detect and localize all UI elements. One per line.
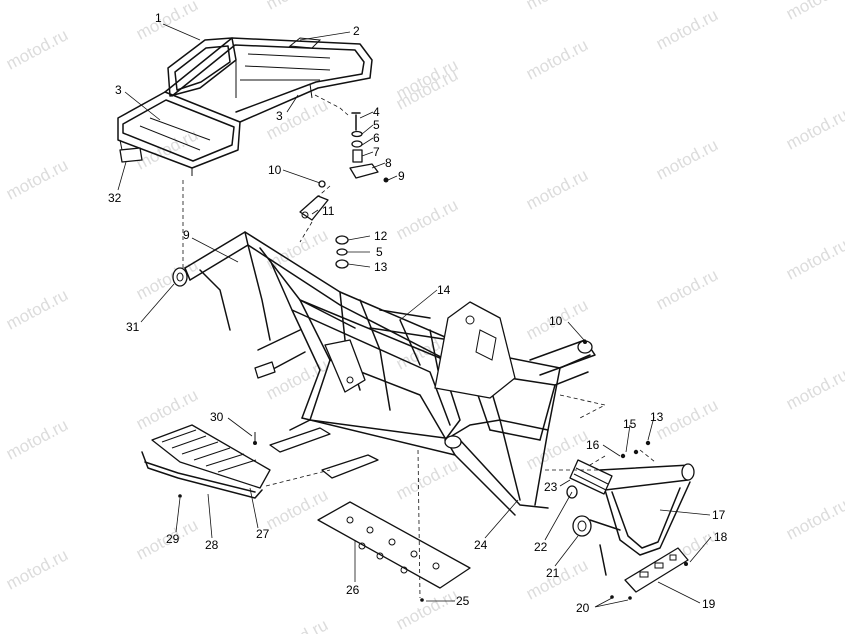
watermark-text: motod.ru (263, 95, 331, 143)
callout-15: 15 (623, 417, 637, 431)
watermark-text: motod.ru (393, 585, 461, 633)
callout-20: 20 (576, 601, 590, 615)
callout-32: 32 (108, 191, 122, 205)
watermark-text: motod.ru (3, 285, 71, 333)
callout-13: 13 (650, 410, 664, 424)
watermark-text: motod.ru (393, 455, 461, 503)
watermark-text: motod.ru (523, 35, 591, 83)
watermark-text: motod.ru (263, 615, 331, 634)
callout-2: 2 (353, 24, 360, 38)
callout-labels: 1 2 3 3 4 5 6 7 8 9 10 11 9 12 5 13 14 3… (108, 11, 728, 615)
watermark-text: motod.ru (263, 355, 331, 403)
washer-stack (335, 235, 349, 269)
callout-12: 12 (374, 229, 388, 243)
callout-18: 18 (714, 530, 728, 544)
watermark-text: motod.ru (783, 235, 845, 283)
watermark-text: motod.ru (263, 0, 331, 14)
watermark-text: motod.ru (263, 485, 331, 533)
rack-mount-hardware (349, 112, 389, 183)
callout-5: 5 (376, 245, 383, 259)
callout-28: 28 (205, 538, 219, 552)
watermark-text: motod.ru (783, 105, 845, 153)
callout-19: 19 (702, 597, 716, 611)
watermark-text: motod.ru (653, 265, 721, 313)
brake-pedal-parts (566, 459, 621, 576)
callout-17: 17 (712, 508, 726, 522)
callout-24: 24 (474, 538, 488, 552)
callout-11: 11 (322, 204, 335, 218)
watermark-text: motod.ru (3, 545, 71, 593)
rear-hardware (583, 340, 651, 459)
watermark-text: motod.ru (523, 165, 591, 213)
left-footrest (141, 424, 271, 499)
callout-14: 14 (437, 283, 451, 297)
frame-bushing (172, 267, 188, 287)
skid-plate (317, 501, 471, 602)
watermark-text: motod.ru (523, 0, 591, 14)
callout-25: 25 (456, 594, 470, 608)
callout-3: 3 (115, 83, 122, 97)
callout-10: 10 (549, 314, 563, 328)
watermark-text: motod.ru (393, 195, 461, 243)
watermark-text: motod.ru (3, 415, 71, 463)
callout-8: 8 (385, 156, 392, 170)
watermark-text: motod.ru (653, 5, 721, 53)
watermark-text: motod.ru (653, 135, 721, 183)
watermark-text: motod.ru (783, 365, 845, 413)
callout-4: 4 (373, 105, 380, 119)
reflector (119, 147, 143, 163)
watermark-text: motod.ru (783, 495, 845, 543)
watermark-text: motod.ru (133, 0, 201, 44)
callout-26: 26 (346, 583, 360, 597)
callout-29: 29 (166, 532, 180, 546)
watermark-text: motod.ru (3, 25, 71, 73)
callout-13: 13 (374, 260, 388, 274)
watermark-text: motod.ru (783, 0, 845, 24)
callout-31: 31 (126, 320, 140, 334)
callout-1: 1 (155, 11, 162, 25)
callout-3: 3 (276, 109, 283, 123)
assembly-lines (182, 94, 656, 599)
callout-23: 23 (544, 480, 558, 494)
callout-22: 22 (534, 540, 548, 554)
main-frame (184, 231, 596, 516)
callout-10: 10 (268, 163, 282, 177)
callout-9: 9 (183, 228, 190, 242)
callout-5: 5 (373, 118, 380, 132)
callout-16: 16 (586, 438, 600, 452)
callout-30: 30 (210, 410, 224, 424)
rear-bumper-assembly (599, 463, 695, 600)
callout-7: 7 (373, 145, 380, 159)
callout-27: 27 (256, 527, 270, 541)
callout-6: 6 (373, 131, 380, 145)
callout-21: 21 (546, 566, 560, 580)
callout-9: 9 (398, 169, 405, 183)
leader-lines (117, 23, 712, 608)
watermark-text: motod.ru (3, 155, 71, 203)
rear-rack (117, 37, 373, 176)
